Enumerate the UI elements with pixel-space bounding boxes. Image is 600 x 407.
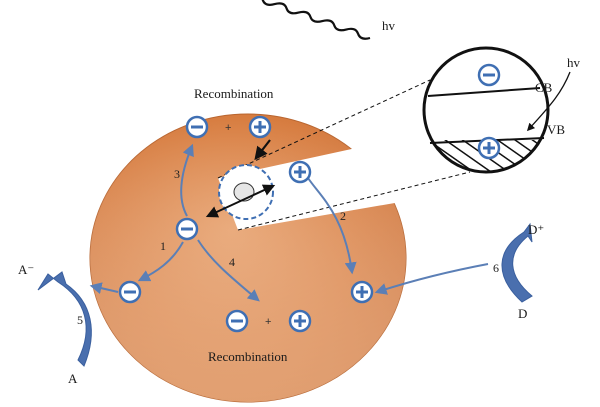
donor-curve-arrow (501, 222, 533, 303)
path-number-3: 3 (174, 167, 180, 181)
electron-transfer-arrow (89, 282, 119, 295)
path-number-4: 4 (229, 255, 235, 269)
recombination-label-top: Recombination (194, 86, 274, 101)
photon-arrow-band (526, 71, 571, 132)
d-plus-label: D⁺ (528, 222, 544, 237)
cb-label: CB (535, 80, 553, 95)
plus-sign-bottom: + (265, 316, 271, 328)
path-3-arrow (180, 143, 194, 217)
path-2-arrow (307, 177, 357, 275)
path-number-5: 5 (77, 313, 83, 327)
path-1-arrow (137, 241, 184, 282)
path-number-2: 2 (340, 209, 346, 223)
path-number-6: 6 (493, 261, 499, 275)
a-label: A (68, 371, 78, 386)
path-number-1: 1 (160, 239, 166, 253)
electron-icon (118, 280, 142, 304)
a-minus-label: A⁻ (18, 262, 34, 277)
process-arrows (89, 143, 489, 302)
vb-label: VB (547, 122, 565, 137)
electron-icon (175, 217, 199, 241)
hv-label-right: hv (567, 55, 581, 70)
zoom-cone (217, 79, 471, 231)
hole-icon (477, 136, 501, 160)
electron-icon (185, 115, 209, 139)
hole-icon (350, 280, 374, 304)
excitation-site (218, 164, 274, 220)
recombination-label-bottom: Recombination (208, 349, 288, 364)
electron-icon (225, 309, 249, 333)
hole-icon (248, 115, 272, 139)
charge-separation-arrow (205, 184, 276, 218)
electron-icon (477, 63, 501, 87)
d-label: D (518, 306, 527, 321)
acceptor-curve-arrow (37, 271, 92, 367)
conduction-band-edge (427, 87, 541, 97)
photon-arrow (254, 139, 271, 161)
path-4-arrow (197, 239, 260, 302)
hole-icon (288, 309, 312, 333)
plus-sign-top: + (225, 122, 231, 134)
hole-icon (288, 160, 312, 184)
charge-carriers (118, 63, 501, 333)
hole-transfer-arrow (374, 263, 489, 295)
photon-wave-icon (239, 0, 371, 40)
hv-label-top: hv (382, 18, 396, 33)
